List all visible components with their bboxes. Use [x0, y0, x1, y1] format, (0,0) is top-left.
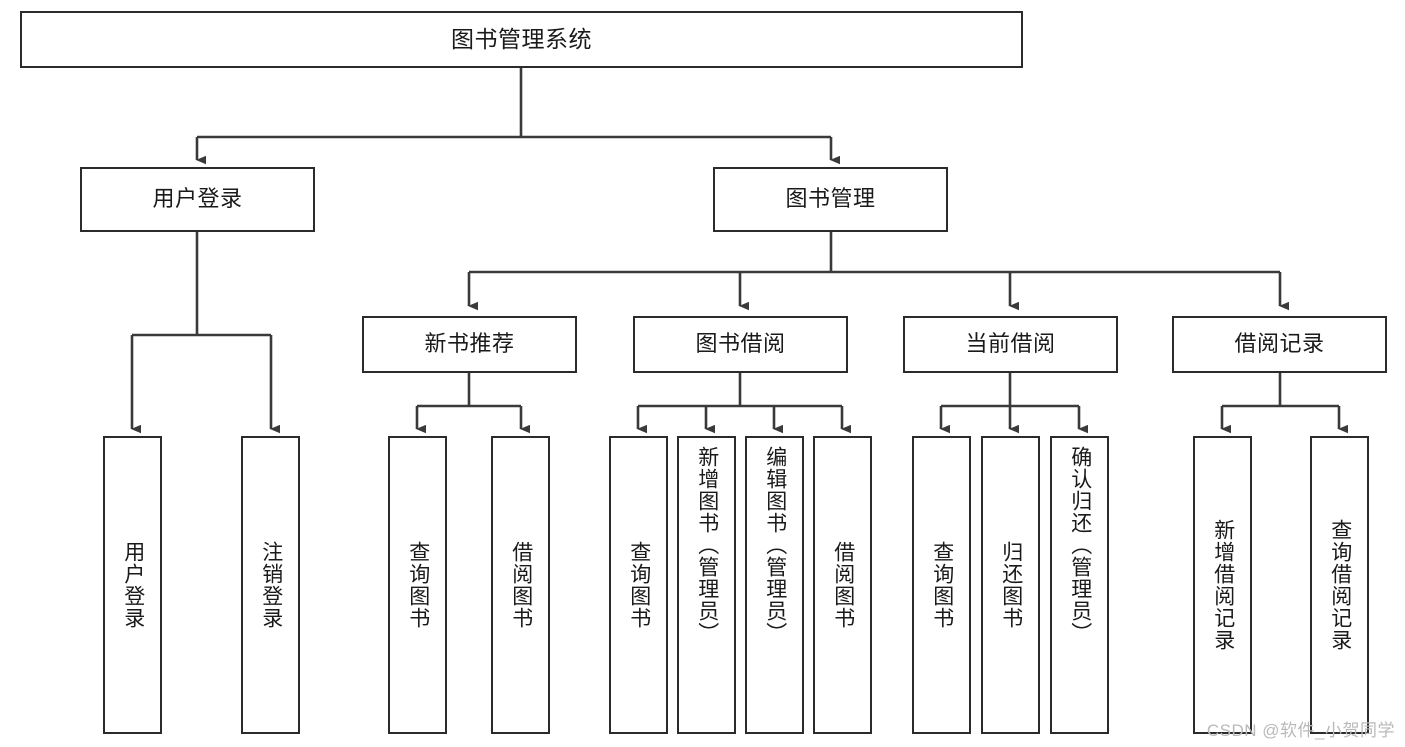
- node-user-login[interactable]: 用户登录: [80, 167, 315, 232]
- node-borrow-records[interactable]: 借阅记录: [1172, 316, 1387, 373]
- leaf-current-confirm-return-admin[interactable]: 确认归还（管理员）: [1050, 436, 1109, 734]
- leaf-current-query-book[interactable]: 查询图书: [912, 436, 971, 734]
- node-book-management[interactable]: 图书管理: [713, 167, 948, 232]
- leaf-borrow-add-book-admin[interactable]: 新增图书（管理员）: [677, 436, 736, 734]
- leaf-user-login-signout[interactable]: 注销登录: [241, 436, 300, 734]
- leaf-borrow-borrow-book[interactable]: 借阅图书: [813, 436, 872, 734]
- leaf-records-add-record[interactable]: 新增借阅记录: [1193, 436, 1252, 734]
- node-root-book-management-system[interactable]: 图书管理系统: [20, 11, 1023, 68]
- leaf-current-return-book[interactable]: 归还图书: [981, 436, 1040, 734]
- leaf-borrow-edit-book-admin[interactable]: 编辑图书（管理员）: [745, 436, 804, 734]
- node-current-borrow[interactable]: 当前借阅: [903, 316, 1118, 373]
- leaf-borrow-query-book[interactable]: 查询图书: [609, 436, 668, 734]
- leaf-new-book-borrow[interactable]: 借阅图书: [491, 436, 550, 734]
- node-book-borrow[interactable]: 图书借阅: [633, 316, 848, 373]
- node-new-book-recommend[interactable]: 新书推荐: [362, 316, 577, 373]
- leaf-user-login-signin[interactable]: 用户登录: [103, 436, 162, 734]
- leaf-new-book-query[interactable]: 查询图书: [388, 436, 447, 734]
- leaf-records-query-record[interactable]: 查询借阅记录: [1310, 436, 1369, 734]
